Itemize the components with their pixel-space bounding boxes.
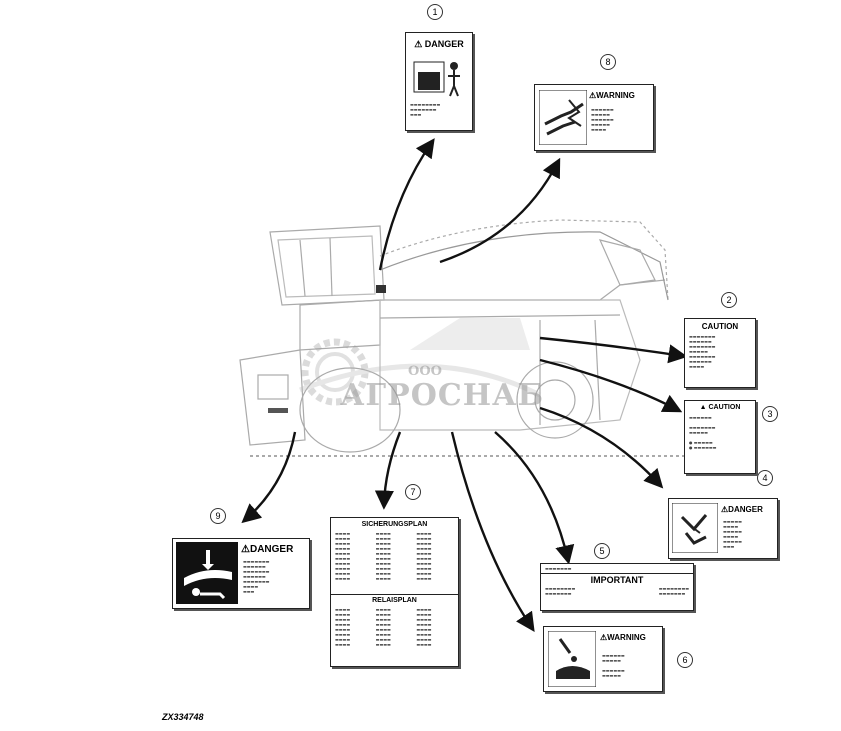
decal-8-header: ⚠WARNING	[589, 91, 635, 100]
callout-3: 3	[762, 406, 778, 422]
watermark-prefix: ООО	[408, 364, 442, 379]
arrow-7	[374, 431, 402, 510]
decal-6-title: WARNING	[607, 633, 646, 642]
decal-8-warning: ⚠WARNING ▬▬▬▬▬▬▬▬▬▬▬▬▬▬▬▬▬▬▬▬▬▬▬▬▬▬	[534, 84, 654, 151]
decal-2-title: CAUTION	[701, 322, 739, 331]
decal-7-fuse-relay-chart: SICHERUNGSPLAN ▬▬▬▬▬▬▬▬▬▬▬▬▬▬▬▬▬▬▬▬▬▬▬▬▬…	[330, 517, 459, 667]
decal-3-caution: ▲ CAUTION ▬▬▬▬▬▬▬▬▬▬▬▬▬▬▬▬▬▬● ▬▬▬▬▬● ▬▬▬…	[684, 400, 756, 474]
callout-9: 9	[210, 508, 226, 524]
decal-1-pictogram-icon	[413, 61, 460, 97]
decal-1-title: DANGER	[424, 39, 464, 49]
decal-9-header: ⚠DANGER	[241, 544, 294, 555]
arrow-5	[494, 431, 575, 565]
figure-code: ZX334748	[162, 712, 204, 722]
decal-7-subtitle: RELAISPLAN	[372, 597, 417, 604]
decal-8-hand-entanglement-icon	[539, 90, 587, 145]
decal-4-title: DANGER	[728, 505, 763, 514]
decal-5-title: IMPORTANT	[590, 575, 644, 585]
decal-9-title: DANGER	[249, 544, 294, 555]
decal-4-danger: ⚠DANGER ▬▬▬▬▬▬▬▬▬▬▬▬▬▬▬▬▬▬▬▬▬▬▬▬▬▬	[668, 498, 778, 559]
callout-7: 7	[405, 484, 421, 500]
decal-1-danger: ⚠ DANGER ▬▬▬▬▬▬▬▬▬▬▬▬▬▬▬▬▬▬	[405, 32, 473, 131]
callout-6: 6	[677, 652, 693, 668]
decal-4-header: ⚠DANGER	[721, 505, 763, 514]
arrow-6	[450, 431, 535, 632]
callout-1: 1	[427, 4, 443, 20]
arrow-3	[539, 358, 683, 413]
arrow-9	[241, 431, 297, 524]
decal-9-danger: ⚠DANGER ▬▬▬▬▬▬▬▬▬▬▬▬▬▬▬▬▬▬▬▬▬▬▬▬▬▬▬▬▬▬▬▬…	[172, 538, 310, 609]
decal-3-title: CAUTION	[708, 404, 741, 411]
decal-3-header: ▲ CAUTION	[699, 404, 741, 411]
arrow-4	[539, 406, 664, 489]
arrow-2	[539, 336, 688, 364]
watermark-name: АГРОСНАБ	[340, 378, 545, 413]
decal-6-warning: ⚠WARNING ▬▬▬▬▬▬▬▬▬▬▬▬▬▬▬▬▬▬▬▬▬▬	[543, 626, 663, 692]
decal-6-battery-acid-icon	[548, 631, 596, 687]
watermark-gear-icon	[299, 318, 542, 406]
callout-8: 8	[600, 54, 616, 70]
decal-5-important: ▬▬▬▬▬▬▬ IMPORTANT ▬▬▬▬▬▬▬▬▬▬▬▬▬▬▬▬▬▬▬▬▬▬…	[540, 563, 694, 611]
decal-7-title: SICHERUNGSPLAN	[361, 521, 428, 528]
arrow-1	[378, 138, 435, 271]
decal-6-header: ⚠WARNING	[600, 633, 646, 642]
callout-2: 2	[721, 292, 737, 308]
decal-2-caution: CAUTION ▬▬▬▬▬▬▬▬▬▬▬▬▬▬▬▬▬▬▬▬▬▬▬▬▬▬▬▬▬▬▬▬…	[684, 318, 756, 388]
arrow-8	[439, 157, 561, 264]
decal-8-title: WARNING	[596, 91, 635, 100]
callout-4: 4	[757, 470, 773, 486]
decal-4-cutting-hazard-icon	[672, 503, 718, 553]
decal-1-header: ⚠ DANGER	[414, 39, 464, 49]
decal-9-crush-hazard-icon	[176, 542, 238, 604]
callout-5: 5	[594, 543, 610, 559]
